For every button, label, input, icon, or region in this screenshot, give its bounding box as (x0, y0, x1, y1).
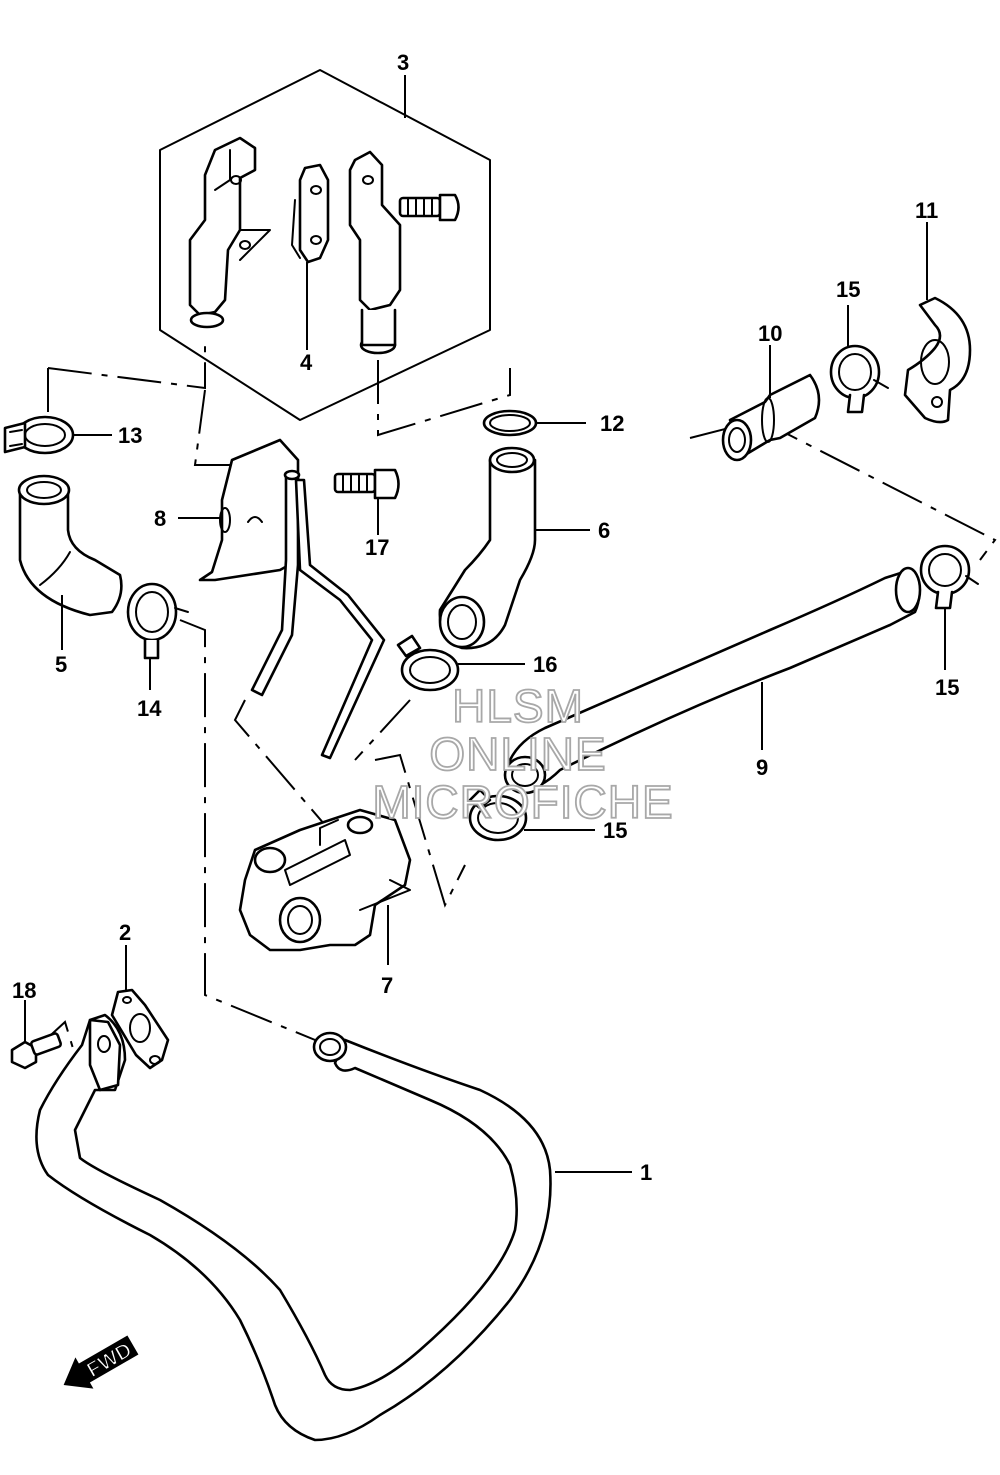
part-7-valve-assembly (238, 808, 412, 965)
callout-3: 3 (397, 50, 409, 75)
callout-10: 10 (758, 321, 782, 346)
callout-15-top: 15 (836, 277, 860, 302)
callout-12: 12 (600, 411, 624, 436)
part-4-gasket (291, 163, 330, 350)
callout-16: 16 (533, 652, 557, 677)
assembly-line-16 (374, 753, 466, 908)
callout-4: 4 (300, 350, 313, 375)
watermark-line-2: ONLINE (429, 728, 606, 780)
part-15-clamp-right (919, 544, 979, 670)
part-13-clamp (3, 415, 112, 455)
assembly-3-outline (159, 69, 491, 421)
callout-17: 17 (365, 535, 389, 560)
part-3-bolt (398, 193, 460, 222)
part-14-clamp (126, 582, 189, 690)
part-15-clamp-mid (468, 788, 595, 842)
callout-15-right: 15 (935, 675, 959, 700)
part-12-circlip (482, 409, 586, 437)
part-11-bracket (903, 222, 972, 424)
part-15-clamp-top (829, 305, 889, 414)
callout-13: 13 (118, 423, 142, 448)
callout-2: 2 (119, 920, 131, 945)
part-8-bracket (178, 438, 300, 582)
callout-8: 8 (154, 506, 166, 531)
part-3-housing-right (348, 150, 402, 355)
assembly-line-7 (233, 699, 411, 826)
fwd-label: FWD (83, 1338, 136, 1382)
callout-labels: 3 4 13 12 11 15 10 8 17 6 5 14 16 15 9 1… (12, 50, 959, 1185)
callout-18: 18 (12, 978, 36, 1003)
part-10-fitting (721, 345, 821, 462)
part-1-water-pipe (35, 1013, 632, 1442)
part-2-gasket (110, 945, 170, 1070)
part-3-housing-left (188, 136, 271, 329)
part-9-long-hose (503, 566, 922, 795)
part-16-clamp (396, 634, 525, 692)
assembly-line-14 (179, 619, 321, 1043)
watermark-line-3: MICROFICHE (372, 776, 673, 828)
part-18-bolt (10, 1000, 63, 1070)
callout-15-mid: 15 (603, 818, 627, 843)
callout-1: 1 (640, 1160, 652, 1185)
callout-11: 11 (915, 198, 938, 223)
callout-9: 9 (756, 755, 768, 780)
part-5-elbow-hose (17, 474, 123, 650)
forward-arrow-icon: FWD (63, 1335, 139, 1389)
part-17-bolt (333, 468, 400, 535)
callout-5: 5 (55, 652, 67, 677)
part-8-tube-a (250, 469, 386, 760)
part-6-hose (438, 446, 590, 650)
watermark-line-1: HLSM (452, 680, 584, 732)
callout-14: 14 (137, 696, 162, 721)
callout-6: 6 (598, 518, 610, 543)
assembly-line-12 (377, 360, 511, 437)
callout-7: 7 (381, 973, 393, 998)
assembly-line-8 (193, 389, 230, 466)
watermark: HLSM ONLINE MICROFICHE (371, 679, 673, 829)
